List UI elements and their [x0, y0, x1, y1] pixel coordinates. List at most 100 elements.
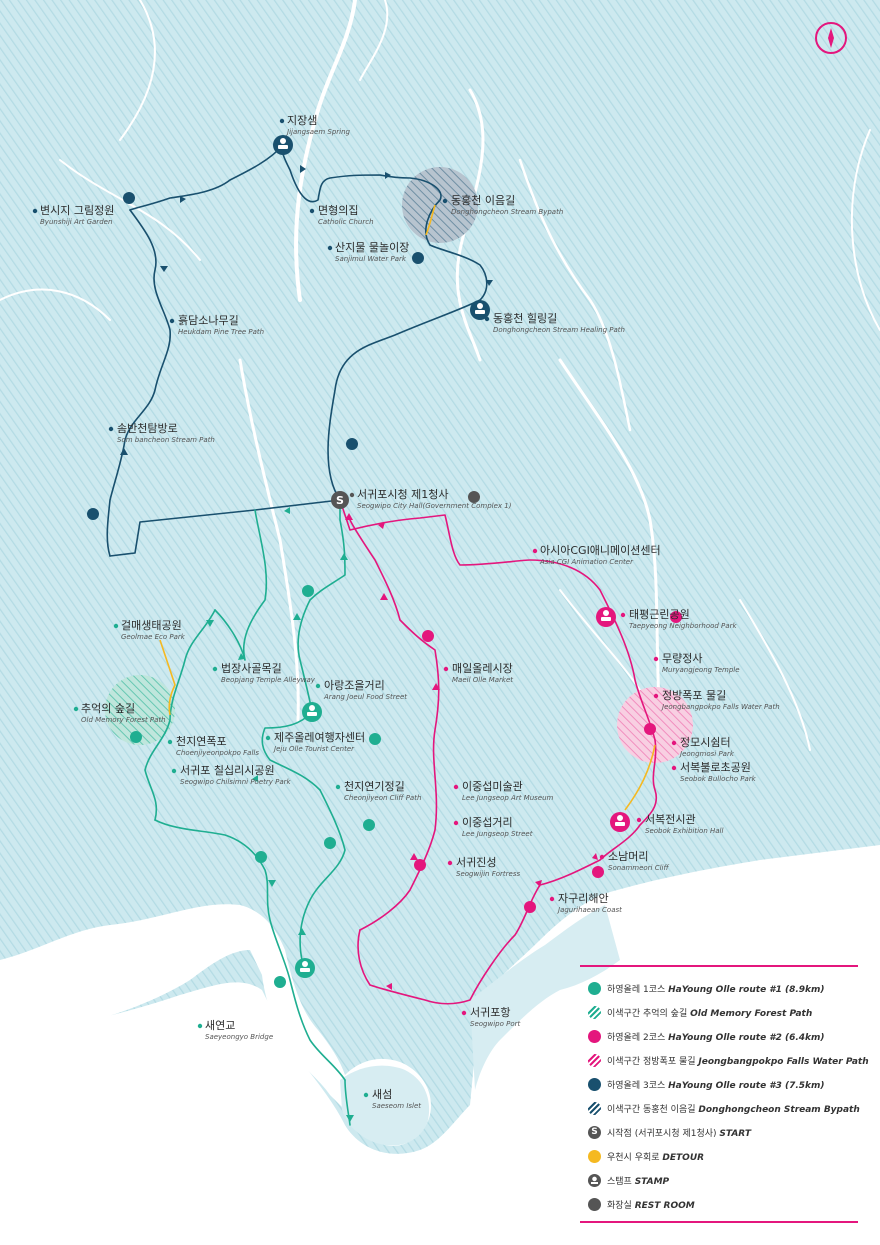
- legend-label: 이색구간 정방폭포 물길: [607, 1057, 699, 1067]
- place-name-en: Saeyeongyo Bridge: [205, 1033, 273, 1041]
- stamp-icon: [596, 607, 616, 627]
- legend-stripe-icon: [588, 1102, 601, 1115]
- place-name-en: Seogwipo City Hall(Government Complex 1): [357, 502, 512, 510]
- stamp-icon: [610, 812, 630, 832]
- place-name-ko: 동홍천 이음길: [451, 193, 515, 207]
- place-name-en: Seobok Bullocho Park: [680, 775, 757, 783]
- place-name-ko: 동홍천 힐링길: [493, 311, 557, 325]
- place-name-ko: 걸매생태공원: [121, 619, 182, 632]
- place-name-ko: 천지연기정길: [344, 779, 405, 793]
- legend-label-en: HaYoung Olle route #2 (6.4km): [668, 1033, 825, 1043]
- place-name-ko: 아시아CGI애니메이션센터: [540, 544, 661, 557]
- restroom-icon: [87, 508, 99, 520]
- place-name-en: Geolmae Eco Park: [121, 633, 186, 641]
- place-name-ko: 소남머리: [608, 850, 648, 863]
- legend-item: 하영올레 3코스 HaYoung Olle route #3 (7.5km): [588, 1078, 825, 1091]
- place-dot: [442, 198, 448, 204]
- place-dot: [620, 612, 626, 618]
- place-dot: [671, 740, 677, 746]
- legend-item: 하영올레 1코스 HaYoung Olle route #1 (8.9km): [588, 982, 825, 995]
- place-dot: [453, 820, 459, 826]
- place-name-ko: 서복전시관: [645, 813, 696, 826]
- legend-label: 이색구간 추억의 숲길: [607, 1009, 691, 1019]
- place-name-ko: 태평근린공원: [629, 608, 690, 621]
- legend-label: 스탬프: [607, 1177, 635, 1187]
- saeseom-island: [340, 1065, 430, 1146]
- place-name-en: Jagurihaean Coast: [556, 906, 622, 914]
- restroom-icon: [130, 731, 142, 743]
- legend-label-en: STAMP: [634, 1177, 670, 1187]
- place-dot: [461, 1010, 467, 1016]
- legend-swatch-icon: [588, 982, 601, 995]
- place-name-ko: 아랑조을거리: [324, 679, 385, 692]
- place-dot: [532, 548, 538, 554]
- place-dot: [453, 784, 459, 790]
- place-name-en: Cheonjiyeon Cliff Path: [344, 794, 421, 802]
- donghong-bypath-highlight: [402, 167, 478, 243]
- place-dot: [108, 426, 114, 432]
- start-icon: S: [588, 1126, 601, 1139]
- route-1-detour: [159, 639, 176, 716]
- place-dot: [169, 318, 175, 324]
- legend-label: 화장실: [607, 1201, 635, 1211]
- route-3-line: [106, 144, 488, 557]
- place-name-en: Maeil Olle Market: [452, 676, 513, 684]
- place-dot: [167, 739, 173, 745]
- place-name-en: Taepyeong Neighborhood Park: [629, 622, 737, 630]
- place-dot: [113, 623, 119, 629]
- place-dot: [212, 666, 218, 672]
- route-1-arrows: [206, 507, 354, 1122]
- place-name-ko: 서귀포시청 제1청사: [357, 488, 448, 501]
- svg-text:S: S: [336, 494, 344, 507]
- legend-label-en: START: [719, 1129, 751, 1139]
- route-2-arrows: [345, 513, 598, 990]
- restroom-icon: [274, 976, 286, 988]
- stamp-icon: [588, 1174, 601, 1187]
- legend-label: 하영올레 3코스: [607, 1081, 669, 1091]
- legend-label: 하영올레 2코스: [607, 1033, 669, 1043]
- place-name-en: Seogwipo Chilsimni Poetry Park: [180, 778, 292, 786]
- place-name-en: Lee Jungseop Street: [462, 830, 533, 838]
- restroom-icon: [414, 859, 426, 871]
- place-name-ko: 솜반천탐방로: [117, 421, 178, 435]
- legend-label-en: Old Memory Forest Path: [690, 1009, 813, 1019]
- place-name-en: Catholic Church: [318, 218, 374, 226]
- place-name-en: Jijangsaem Spring: [285, 128, 351, 136]
- restroom-icon: [346, 438, 358, 450]
- stamp-icon: [273, 135, 293, 155]
- place-dot: [171, 768, 177, 774]
- place-dot: [349, 492, 355, 498]
- legend-item: 이색구간 동홍천 이음길 Donghongcheon Stream Bypath: [588, 1102, 860, 1115]
- streams: [0, 0, 880, 750]
- place-name-en: Jeongmosi Park: [678, 750, 735, 758]
- stamp-icon: [295, 958, 315, 978]
- place-dot: [73, 706, 79, 712]
- place-name-en: Donghongcheon Stream Healing Path: [493, 326, 625, 334]
- start-marker: S: [331, 491, 349, 509]
- place-name-ko: 이중섭거리: [462, 816, 513, 829]
- place-name-en: Byunshiji Art Garden: [40, 218, 112, 226]
- place-dot: [197, 1023, 203, 1029]
- legend-label-en: DETOUR: [662, 1153, 705, 1163]
- place-name-en: Sanjimul Water Park: [335, 255, 407, 263]
- legend-label-en: HaYoung Olle route #3 (7.5km): [668, 1081, 825, 1091]
- restroom-icon: [369, 733, 381, 745]
- legend-item: 이색구간 정방폭포 물길 Jeongbangpokpo Falls Water …: [588, 1054, 869, 1067]
- place-name-ko: 제주올레여행자센터: [274, 731, 365, 744]
- place-dot: [335, 784, 341, 790]
- place-dot: [671, 765, 677, 771]
